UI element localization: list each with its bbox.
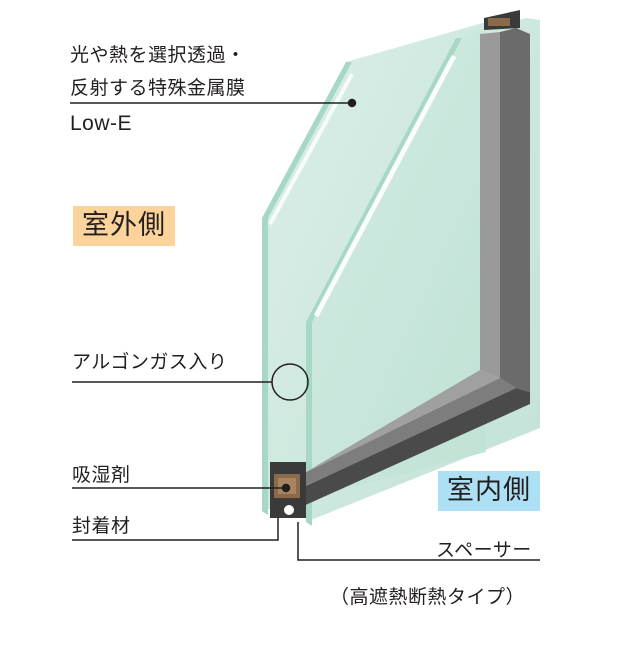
indoor-side-tag: 室内側 [438,471,540,511]
spacer-frame [276,10,530,512]
sealant-label: 封着材 [72,515,131,537]
outdoor-side-tag: 室外側 [73,206,175,246]
argon-gas-label: アルゴンガス入り [72,351,228,373]
low-e-description-line1: 光や熱を選択透過・ [70,44,246,66]
spacer-label: スペーサー [436,539,532,561]
low-e-label: Low-E [70,112,133,135]
desiccant-label: 吸湿剤 [72,464,131,486]
low-e-description-line2: 反射する特殊金属膜 [70,77,246,99]
spacer-type-label: （高遮熱断熱タイプ） [330,586,526,608]
leader-lines [70,98,540,561]
